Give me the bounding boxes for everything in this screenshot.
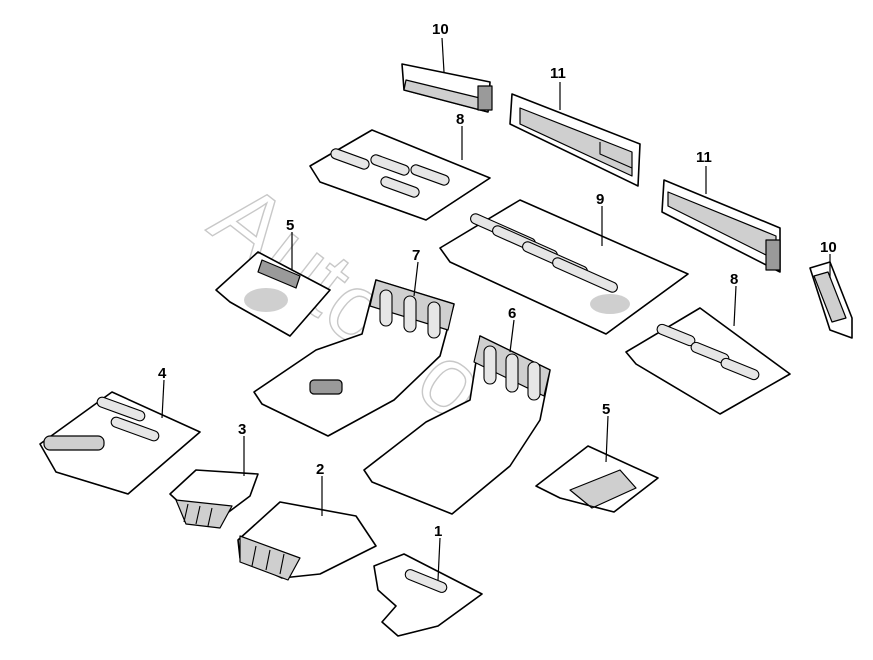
part-5-left[interactable] <box>215 251 331 337</box>
part-9-center-floor[interactable] <box>439 199 689 335</box>
part-1[interactable] <box>373 553 483 637</box>
part-2[interactable] <box>237 501 377 581</box>
callout-8-top: 8 <box>456 111 464 128</box>
callout-1: 1 <box>434 523 442 540</box>
callout-5-right: 5 <box>602 401 610 418</box>
part-4[interactable] <box>39 391 201 495</box>
callout-11-right: 11 <box>696 149 712 166</box>
callout-10-top: 10 <box>432 21 449 38</box>
part-8-right[interactable] <box>625 307 791 415</box>
callout-6: 6 <box>508 305 516 322</box>
callout-9: 9 <box>596 191 604 208</box>
part-5-right[interactable] <box>535 445 659 513</box>
callout-10-right: 10 <box>820 239 837 256</box>
callout-11-top: 11 <box>550 65 566 82</box>
part-11-right[interactable] <box>661 179 781 273</box>
part-6[interactable] <box>363 335 551 515</box>
part-3[interactable] <box>169 469 259 529</box>
part-11-top[interactable] <box>509 93 641 187</box>
part-8-top[interactable] <box>309 129 491 221</box>
callout-5-left: 5 <box>286 217 294 234</box>
callout-4: 4 <box>158 365 167 382</box>
part-10-top[interactable] <box>401 63 493 113</box>
callout-3: 3 <box>238 421 246 438</box>
callout-7: 7 <box>412 247 420 264</box>
callout-2: 2 <box>316 461 324 478</box>
part-7[interactable] <box>253 279 455 437</box>
part-10-right[interactable] <box>809 261 853 339</box>
callout-labels: 10 11 8 11 5 9 7 6 10 8 4 3 5 2 1 <box>158 21 837 581</box>
callout-8-right: 8 <box>730 271 738 288</box>
